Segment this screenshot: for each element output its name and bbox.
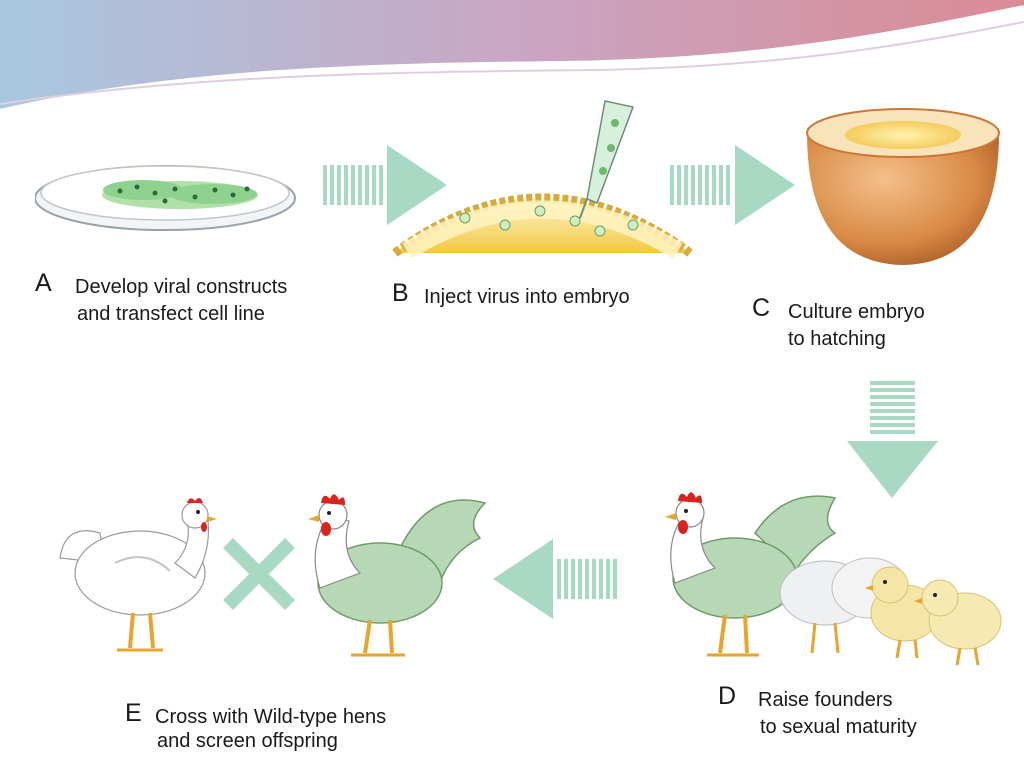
step-line: Cross with Wild-type hens — [155, 706, 387, 728]
chick-group-icon — [779, 557, 1002, 666]
cross-icon — [223, 538, 295, 610]
step-c-label: C Culture embryo to hatching — [752, 296, 1002, 360]
step-line: Raise founders — [758, 689, 893, 711]
step-a-label: A Develop viral constructs and transfect… — [35, 271, 375, 335]
step-letter: A — [35, 269, 52, 297]
step-line: Develop viral constructs — [75, 276, 288, 298]
wild-type-hen-icon — [59, 497, 217, 652]
arrow-d-to-e — [493, 539, 617, 619]
step-e-label: E Cross with Wild-type hens and screen o… — [125, 701, 485, 765]
syringe-icon — [579, 100, 635, 219]
arrow-c-to-d — [847, 381, 938, 498]
step-letter: E — [125, 699, 142, 727]
step-line: and transfect cell line — [77, 303, 265, 325]
step-line: and screen offspring — [157, 730, 338, 752]
step-letter: D — [718, 682, 737, 710]
transgenic-rooster-icon — [308, 494, 487, 657]
header-banner — [0, 0, 1024, 115]
step-letter: B — [392, 279, 409, 307]
transgenic-chicken-diagram — [35, 100, 1002, 666]
arrow-a-to-b — [323, 145, 447, 225]
step-b-label: B Inject virus into embryo — [392, 281, 712, 315]
arrow-b-to-c — [670, 145, 795, 225]
step-line: Inject virus into embryo — [424, 286, 630, 308]
step-line: to sexual maturity — [760, 716, 917, 738]
embryo-injection-icon — [392, 100, 693, 259]
founder-rooster-icon — [665, 492, 837, 657]
egg-culture-icon — [806, 108, 1000, 265]
petri-dish-icon — [35, 165, 296, 231]
step-line: Culture embryo — [788, 301, 925, 323]
step-d-label: D Raise founders to sexual maturity — [718, 684, 988, 748]
step-line: to hatching — [788, 328, 886, 350]
step-letter: C — [752, 294, 771, 322]
